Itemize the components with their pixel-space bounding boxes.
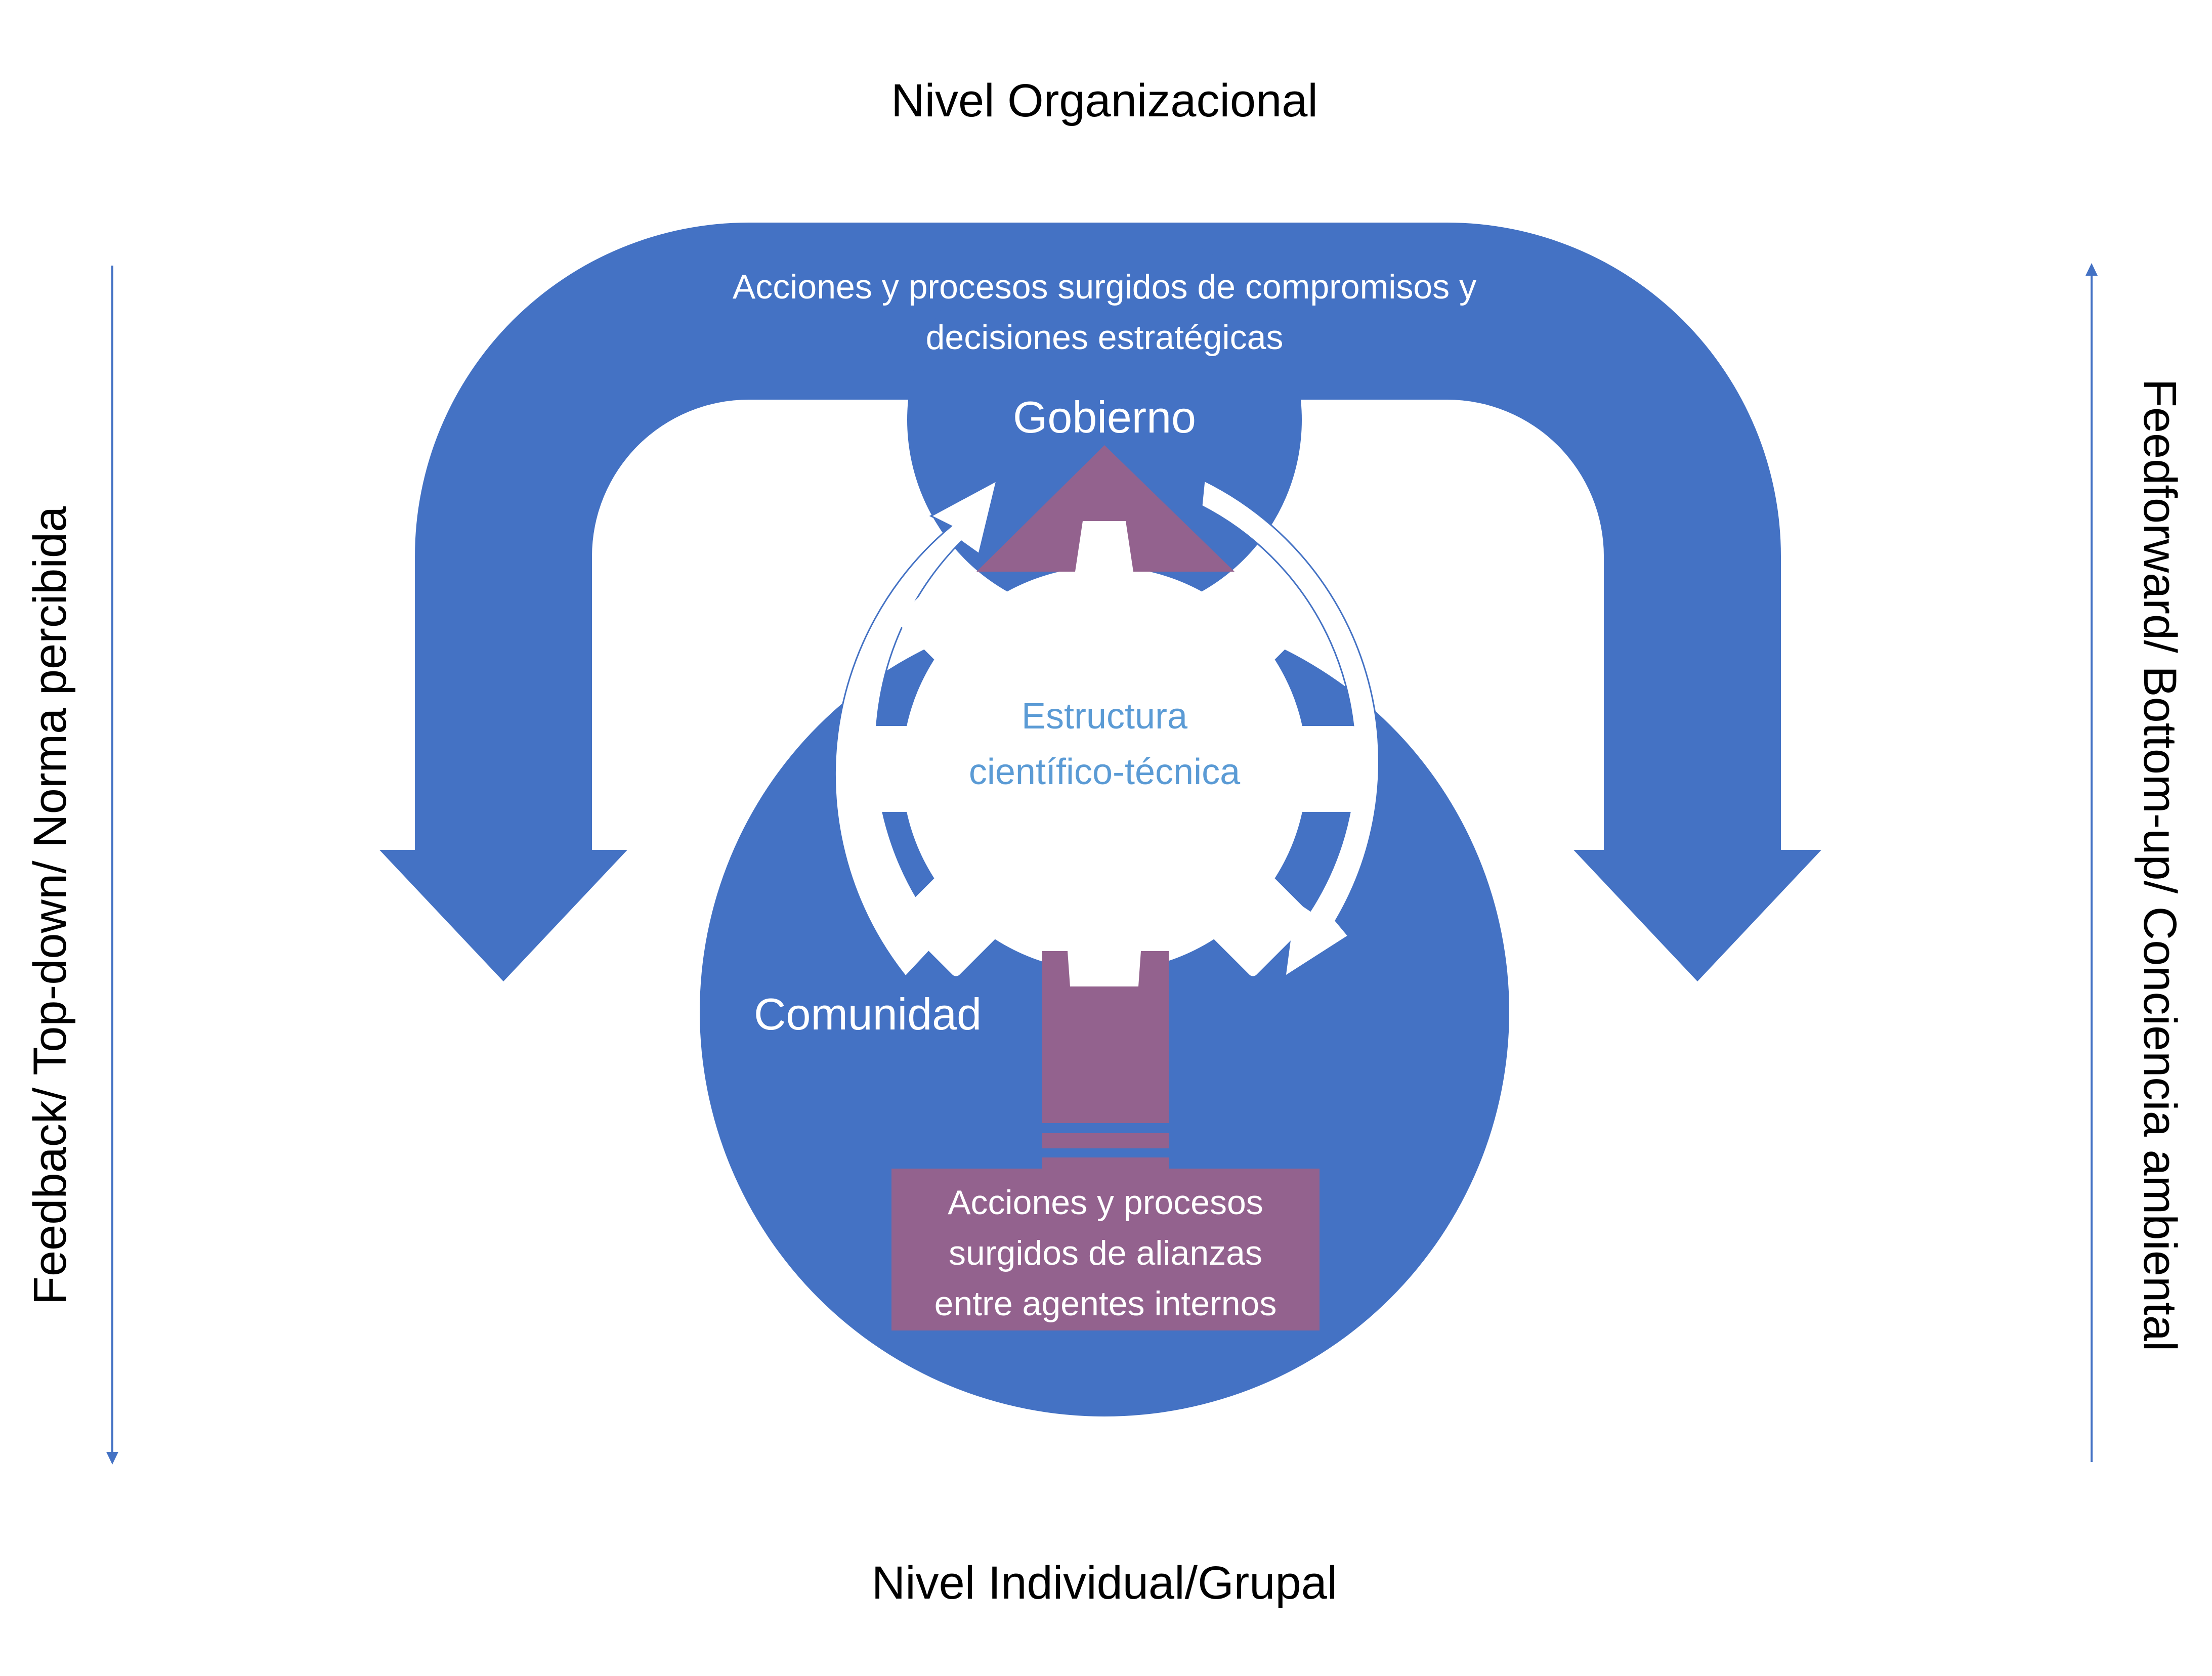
bottom-up-arrow-stripe	[1042, 1157, 1169, 1169]
comunidad-label: Comunidad	[754, 989, 982, 1039]
gobierno-circle	[907, 223, 1302, 617]
alliances-text-line1: Acciones y procesos	[948, 1183, 1263, 1222]
alliances-text-line2: surgidos de alianzas	[949, 1234, 1262, 1272]
alliances-box	[891, 1169, 1320, 1330]
feedforward-label: Feedforward/ Bottom-up/ Conciencia ambie…	[2134, 379, 2186, 1352]
alliances-text-line3: entre agentes internos	[934, 1284, 1277, 1323]
bottom-up-arrow-stripe	[1042, 1133, 1169, 1148]
gear-text-line2: científico-técnica	[969, 752, 1241, 792]
feedback-label: Feedback/ Top-down/ Norma percibida	[24, 506, 76, 1305]
level-bottom-label: Nivel Individual/Grupal	[872, 1557, 1337, 1609]
gear-text-line1: Estructura	[1022, 696, 1188, 737]
cycle-arrow-right	[1201, 479, 1380, 978]
top-arrow-text-line1: Acciones y procesos surgidos de compromi…	[733, 268, 1476, 306]
bottom-up-arrow-head	[976, 445, 1235, 572]
gobierno-label: Gobierno	[1013, 392, 1196, 442]
feedback-axis	[106, 266, 118, 1465]
gear-icon	[852, 516, 1357, 1022]
bottom-up-arrow-shaft	[1042, 951, 1169, 1123]
level-top-label: Nivel Organizacional	[891, 75, 1318, 126]
feedforward-axis	[2086, 263, 2098, 1462]
top-arrow-text-line2: decisiones estratégicas	[926, 318, 1284, 357]
